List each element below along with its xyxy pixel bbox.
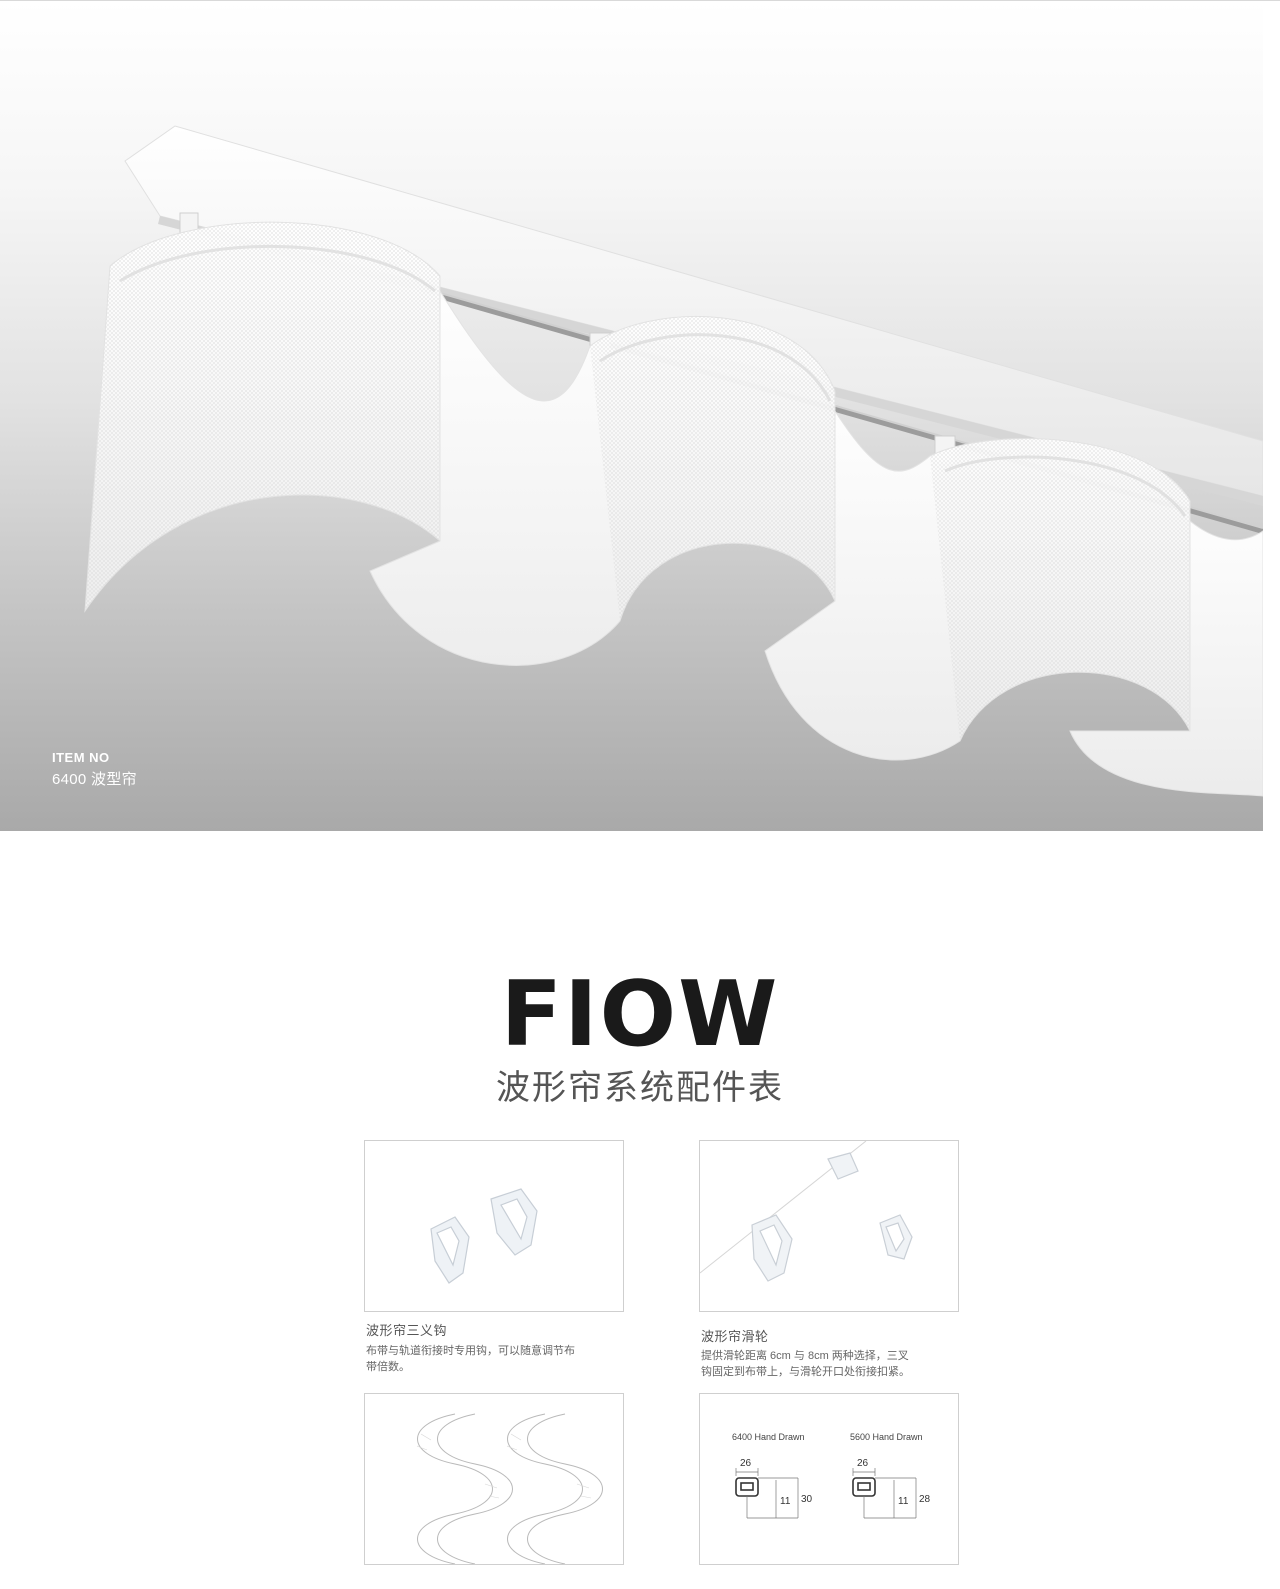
brand-title: FIOW <box>500 962 780 1067</box>
right-height-dimension: 28 <box>919 1494 931 1505</box>
top-divider <box>0 0 1280 1</box>
hook-description-line: 布带与轨道衔接时专用钩，可以随意调节布 <box>366 1345 575 1357</box>
glider-description: 提供滑轮距离 6cm 与 8cm 两种选择，三叉 钩固定到布带上，与滑轮开口处衔… <box>701 1348 963 1380</box>
hook-description: 布带与轨道衔接时专用钩，可以随意调节布 带倍数。 <box>366 1343 628 1375</box>
wave-glider-illustration <box>700 1141 913 1282</box>
item-no-value: 6400 波型帘 <box>52 771 137 788</box>
diagram-left-title: 6400 Hand Drawn <box>732 1432 805 1442</box>
hero-photo: ITEM NO 6400 波型帘 <box>0 1 1263 831</box>
wave-tape-card <box>364 1393 624 1565</box>
track-profile-drawing <box>735 1468 917 1519</box>
item-no-label: ITEM NO <box>52 750 110 765</box>
three-prong-hook-illustration <box>430 1188 538 1284</box>
glider-description-line: 提供滑轮距离 6cm 与 8cm 两种选择，三叉 <box>701 1350 909 1362</box>
hook-title: 波形帘三义钩 <box>366 1323 448 1338</box>
track-diagram-card: 6400 Hand Drawn 5600 Hand Drawn <box>699 1393 959 1565</box>
curtain-track-illustration <box>84 125 1263 797</box>
glider-description-line: 钩固定到布带上，与滑轮开口处衔接扣紧。 <box>701 1366 910 1378</box>
hook-description-line: 带倍数。 <box>366 1361 410 1373</box>
glider-title: 波形帘滑轮 <box>701 1329 769 1344</box>
glider-photo-card <box>699 1140 959 1312</box>
diagram-right-title: 5600 Hand Drawn <box>850 1432 923 1442</box>
right-width-dimension: 26 <box>857 1458 869 1469</box>
wave-tape-illustration <box>416 1413 603 1564</box>
left-height-dimension: 30 <box>801 1494 813 1505</box>
right-inner-dimension: 11 <box>898 1496 909 1507</box>
page-subtitle: 波形帘系统配件表 <box>496 1069 784 1107</box>
left-inner-dimension: 11 <box>780 1496 791 1507</box>
left-width-dimension: 26 <box>740 1458 752 1469</box>
hook-photo-card <box>364 1140 624 1312</box>
